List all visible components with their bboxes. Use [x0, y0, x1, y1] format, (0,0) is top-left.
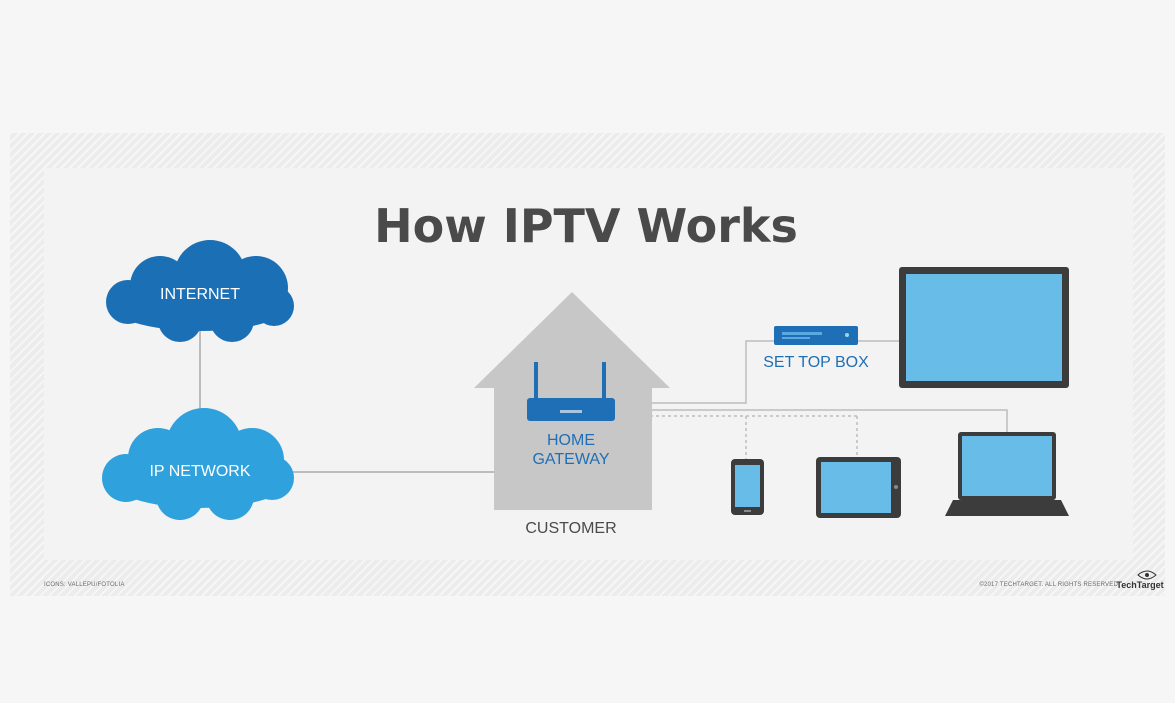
- laptop-icon: [945, 432, 1069, 516]
- customer-label: CUSTOMER: [525, 520, 616, 537]
- home-gateway-label-line2: GATEWAY: [532, 451, 609, 468]
- internet-cloud-icon: [106, 240, 294, 342]
- diagram-title: How IPTV Works: [374, 199, 798, 253]
- ip-network-label: IP NETWORK: [149, 463, 250, 480]
- router-icon: [527, 362, 615, 421]
- home-gateway-label-line1: HOME: [547, 432, 595, 449]
- techtarget-brand-text: TechTarget: [1116, 580, 1163, 590]
- set-top-box-icon: [774, 326, 858, 345]
- tablet-icon: [816, 457, 901, 518]
- phone-icon: [731, 459, 764, 515]
- gateway-to-settopbox-line: [614, 340, 775, 404]
- set-top-box-label: SET TOP BOX: [763, 354, 869, 371]
- tv-icon: [899, 267, 1069, 388]
- techtarget-logo-icon: TechTarget: [1116, 570, 1164, 590]
- icon-credit-text: ICONS: VALLEPU/FOTOLIA: [44, 582, 125, 588]
- copyright-text: ©2017 TECHTARGET. ALL RIGHTS RESERVED: [979, 581, 1118, 588]
- connectors: [199, 330, 1008, 473]
- internet-label: INTERNET: [160, 286, 240, 303]
- ip-network-cloud-icon: [102, 408, 294, 520]
- gateway-to-laptop-line: [614, 409, 1008, 432]
